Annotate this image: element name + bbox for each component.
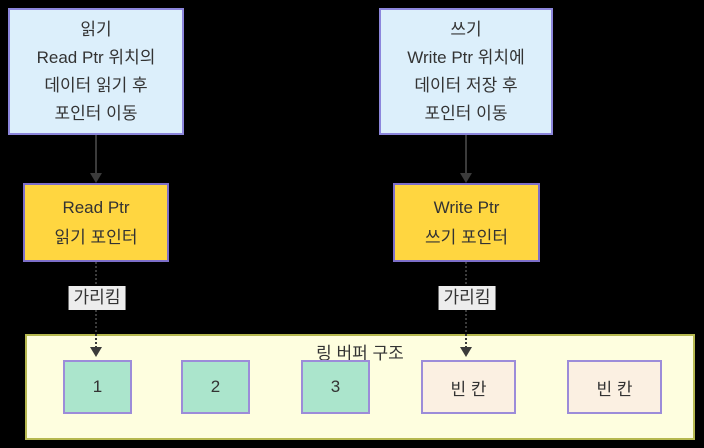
read-process-line-2: Read Ptr 위치의 xyxy=(36,47,156,67)
write-process-box: 쓰기 Write Ptr 위치에 데이터 저장 후 포인터 이동 xyxy=(379,8,553,135)
write-process-line-1: 쓰기 xyxy=(450,19,482,39)
write-pointing-arrow-head-icon xyxy=(460,347,472,357)
read-process-line-4: 포인터 이동 xyxy=(54,103,138,123)
write-process-line-4: 포인터 이동 xyxy=(424,103,508,123)
read-pointer-line-1: Read Ptr xyxy=(62,197,130,217)
write-process-line-3: 데이터 저장 후 xyxy=(414,75,518,95)
read-arrow-head-icon xyxy=(90,173,102,183)
write-pointer-box: Write Ptr 쓰기 포인터 xyxy=(393,183,540,262)
write-arrow-head-icon xyxy=(460,173,472,183)
read-pointing-label: 가리킴 xyxy=(68,286,126,310)
read-process-box: 읽기 Read Ptr 위치의 데이터 읽기 후 포인터 이동 xyxy=(8,8,184,135)
write-pointer-line-2: 쓰기 포인터 xyxy=(425,227,508,247)
read-arrow-line xyxy=(95,135,97,174)
write-arrow-line xyxy=(465,135,467,174)
buffer-cell-5: 빈 칸 xyxy=(567,360,662,414)
buffer-cell-3: 3 xyxy=(301,360,370,414)
buffer-cell-4: 빈 칸 xyxy=(421,360,516,414)
write-pointer-line-1: Write Ptr xyxy=(433,197,500,217)
write-pointing-label: 가리킴 xyxy=(438,286,496,310)
read-process-line-3: 데이터 읽기 후 xyxy=(44,75,148,95)
write-process-line-2: Write Ptr 위치에 xyxy=(407,47,525,67)
read-process-line-1: 읽기 xyxy=(80,19,112,39)
read-pointer-line-2: 읽기 포인터 xyxy=(54,227,138,247)
read-pointing-arrow-head-icon xyxy=(90,347,102,357)
read-pointer-box: Read Ptr 읽기 포인터 xyxy=(23,183,169,262)
buffer-cell-1: 1 xyxy=(63,360,132,414)
buffer-cell-2: 2 xyxy=(181,360,250,414)
ring-buffer-title: 링 버퍼 구조 xyxy=(316,344,404,363)
